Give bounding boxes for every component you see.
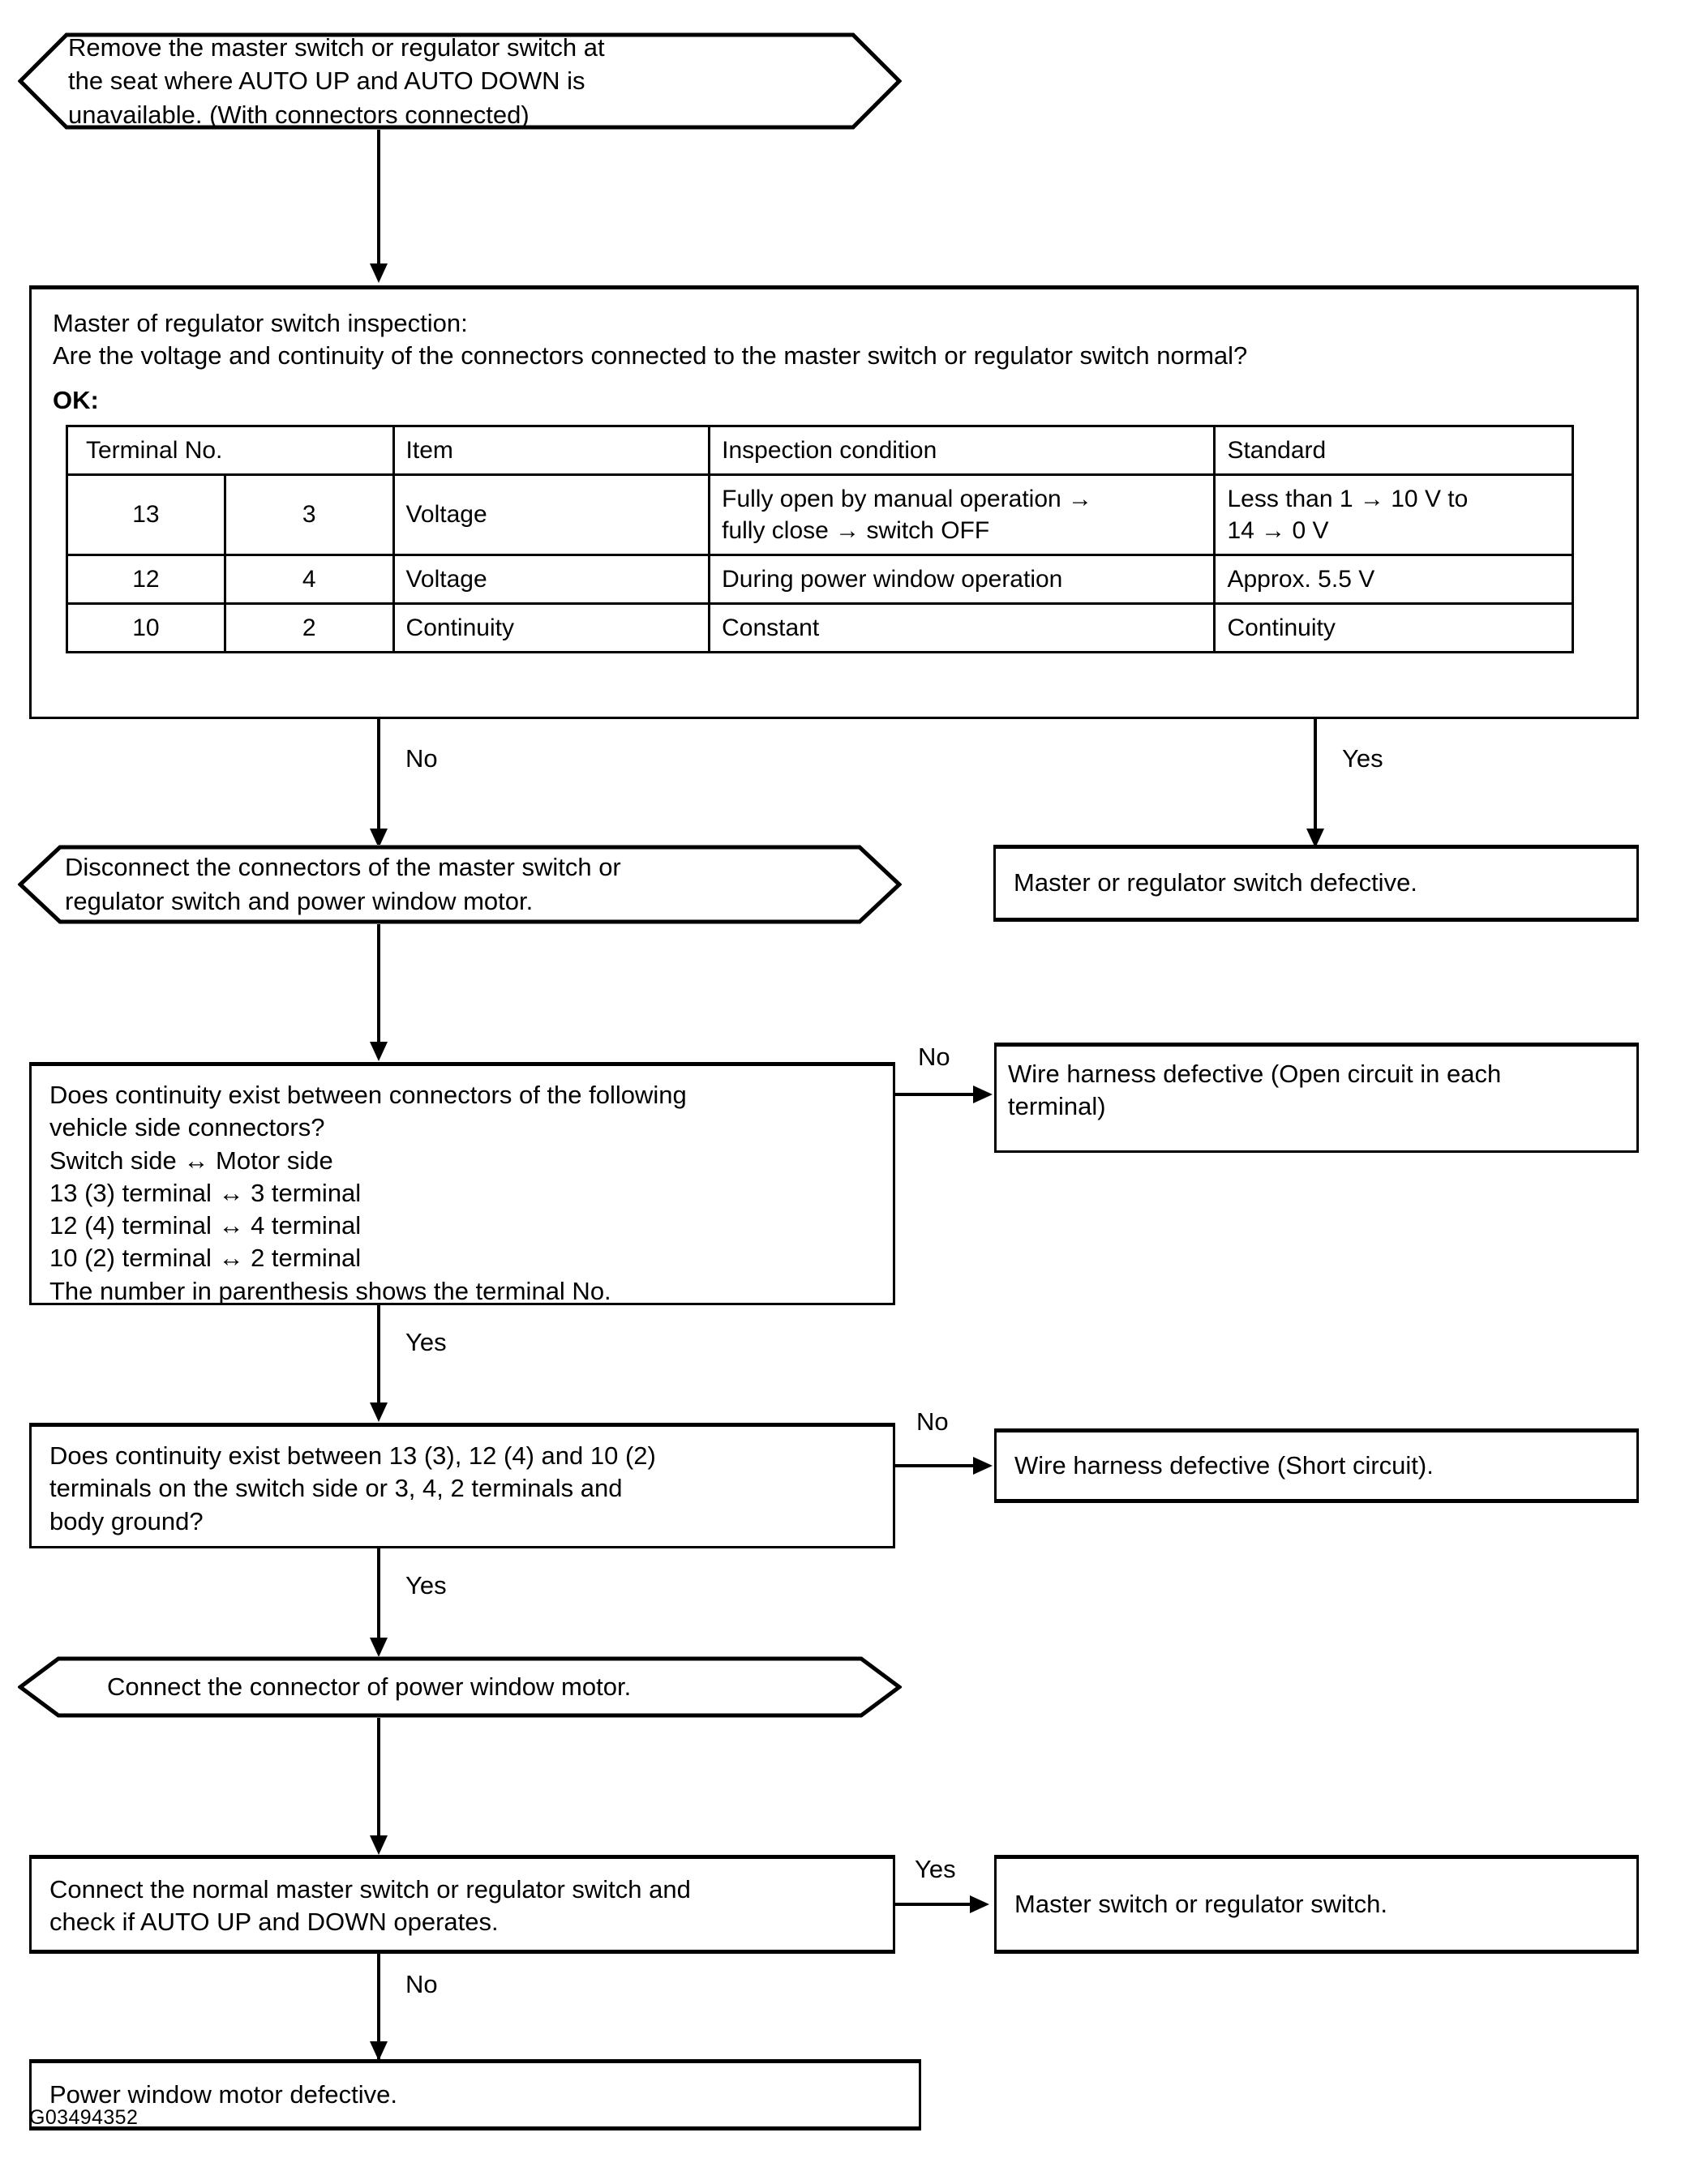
arrow-motor-to-switchcheck [370, 1835, 388, 1855]
cell-terminal-a: 10 [66, 602, 226, 653]
edge-label-inspection-yes: Yes [1342, 744, 1383, 773]
node-disconnect-line-2: regulator switch and power window motor. [65, 887, 534, 915]
table-row: 12 4 Voltage During power window operati… [66, 553, 1574, 605]
node-disconnect: Disconnect the connectors of the master … [18, 845, 902, 924]
continuity-line-4: 13 (3) terminal ↔ 3 terminal [49, 1178, 362, 1207]
connector-continuity-no [895, 1093, 980, 1096]
inspection-ok-label: OK: [53, 385, 99, 414]
arrow-continuity-no [973, 1086, 993, 1103]
node-motor-defective: Power window motor defective. [29, 2059, 921, 2130]
cell-standard: Less than 1 → 10 V to 14 → 0 V [1213, 473, 1574, 556]
cell-terminal-b: 2 [223, 602, 395, 653]
cell-condition: During power window operation [708, 553, 1216, 605]
arrow-disconnect-to-continuity [370, 1042, 388, 1061]
arrow-continuity-yes [370, 1402, 388, 1422]
table-row: 10 2 Continuity Constant Continuity [66, 602, 1574, 653]
arrow-inspection-no [370, 829, 388, 848]
node-master-defective-text: Master or regulator switch defective. [1014, 868, 1417, 897]
continuity-line-3: Switch side ↔ Motor side [49, 1146, 333, 1175]
continuity-line-6: 10 (2) terminal ↔ 2 terminal [49, 1244, 362, 1273]
continuity-line-1: Does continuity exist between connectors… [49, 1081, 687, 1109]
ground-line-3: body ground? [49, 1506, 204, 1535]
connector-ground-yes [377, 1548, 380, 1654]
table-row: 13 3 Voltage Fully open by manual operat… [66, 473, 1574, 556]
cell-condition: Fully open by manual operation → fully c… [708, 473, 1216, 556]
edge-label-ground-yes: Yes [405, 1571, 447, 1599]
cell-item: Continuity [392, 602, 711, 653]
header-terminal-no: Terminal No. [66, 424, 395, 476]
continuity-line-7: The number in parenthesis shows the term… [49, 1276, 611, 1305]
node-connect-motor: Connect the connector of power window mo… [18, 1656, 902, 1718]
connector-disconnect-to-continuity [377, 924, 380, 1058]
cell-terminal-b: 3 [223, 473, 395, 556]
ground-line-1: Does continuity exist between 13 (3), 12… [49, 1441, 656, 1470]
node-inspection: Master of regulator switch inspection: A… [29, 285, 1639, 719]
inspection-table: Terminal No. Item Inspection condition S… [66, 424, 1574, 653]
node-continuity-connectors: Does continuity exist between connectors… [29, 1062, 895, 1305]
cell-terminal-b: 4 [223, 553, 395, 605]
connector-motor-to-switchcheck [377, 1718, 380, 1852]
figure-id-label: G03494352 [29, 2106, 139, 2129]
connector-inspection-no [377, 719, 380, 845]
node-disconnect-text: Disconnect the connectors of the master … [18, 850, 902, 918]
hexagon-outline [18, 32, 902, 130]
edge-label-switchcheck-no: No [405, 1970, 438, 1998]
connector-start-to-inspection [377, 130, 380, 280]
node-connect-motor-text: Connect the connector of power window mo… [107, 1672, 632, 1702]
node-start-line-3: unavailable. (With connectors connected) [68, 100, 530, 129]
ground-line-2: terminals on the switch side or 3, 4, 2 … [49, 1474, 623, 1503]
connect-switch-line-1: Connect the normal master switch or regu… [49, 1875, 691, 1904]
node-harness-open: Wire harness defective (Open circuit in … [994, 1043, 1639, 1153]
arrow-switchcheck-no [370, 2041, 388, 2061]
arrow-ground-no [973, 1457, 993, 1475]
cell-item: Voltage [392, 473, 711, 556]
connector-inspection-yes [1314, 719, 1317, 845]
node-harness-short-text: Wire harness defective (Short circuit). [1014, 1450, 1434, 1480]
cell-terminal-a: 12 [66, 553, 226, 605]
continuity-line-2: vehicle side connectors? [49, 1113, 325, 1142]
cell-terminal-a: 13 [66, 473, 226, 556]
connector-ground-no [895, 1464, 980, 1467]
edge-label-ground-no: No [916, 1407, 949, 1436]
arrow-ground-yes [370, 1638, 388, 1657]
harness-open-line-1: Wire harness defective (Open circuit in … [1008, 1060, 1502, 1088]
cell-standard: Approx. 5.5 V [1213, 553, 1574, 605]
edge-label-continuity-no: No [918, 1043, 950, 1071]
arrow-switchcheck-yes [970, 1895, 989, 1913]
node-motor-defective-text: Power window motor defective. [49, 2079, 398, 2109]
node-start: Remove the master switch or regulator sw… [18, 32, 902, 130]
hexagon-outline [18, 1656, 902, 1718]
connector-switchcheck-no [377, 1954, 380, 2059]
header-standard: Standard [1213, 424, 1574, 476]
node-start-text: Remove the master switch or regulator sw… [18, 31, 902, 132]
node-master-defective: Master or regulator switch defective. [993, 845, 1639, 922]
table-header-row: Terminal No. Item Inspection condition S… [66, 424, 1574, 476]
node-switch-result-text: Master switch or regulator switch. [1014, 1889, 1387, 1918]
connector-switchcheck-yes [895, 1903, 976, 1906]
edge-label-inspection-no: No [405, 744, 438, 773]
harness-open-line-2: terminal) [1008, 1092, 1106, 1121]
continuity-line-5: 12 (4) terminal ↔ 4 terminal [49, 1211, 362, 1240]
cell-item: Voltage [392, 553, 711, 605]
node-start-line-1: Remove the master switch or regulator sw… [68, 32, 605, 62]
node-harness-short: Wire harness defective (Short circuit). [994, 1428, 1639, 1503]
inspection-title: Master of regulator switch inspection: [53, 309, 468, 337]
edge-label-switchcheck-yes: Yes [915, 1855, 956, 1883]
node-switch-result: Master switch or regulator switch. [994, 1855, 1639, 1954]
arrow-start-to-inspection [370, 263, 388, 283]
arrow-inspection-yes [1306, 829, 1324, 848]
connector-continuity-yes [377, 1305, 380, 1419]
connect-switch-line-2: check if AUTO UP and DOWN operates. [49, 1908, 499, 1937]
header-item: Item [392, 424, 711, 476]
cell-standard: Continuity [1213, 602, 1574, 653]
node-disconnect-line-1: Disconnect the connectors of the master … [65, 853, 621, 882]
cell-condition: Constant [708, 602, 1216, 653]
hexagon-outline [18, 845, 902, 924]
edge-label-continuity-yes: Yes [405, 1328, 447, 1356]
header-inspection-condition: Inspection condition [708, 424, 1216, 476]
node-connect-normal-switch: Connect the normal master switch or regu… [29, 1855, 895, 1954]
inspection-question: Are the voltage and continuity of the co… [53, 341, 1248, 370]
node-start-line-2: the seat where AUTO UP and AUTO DOWN is [68, 66, 585, 96]
node-continuity-ground: Does continuity exist between 13 (3), 12… [29, 1423, 895, 1548]
